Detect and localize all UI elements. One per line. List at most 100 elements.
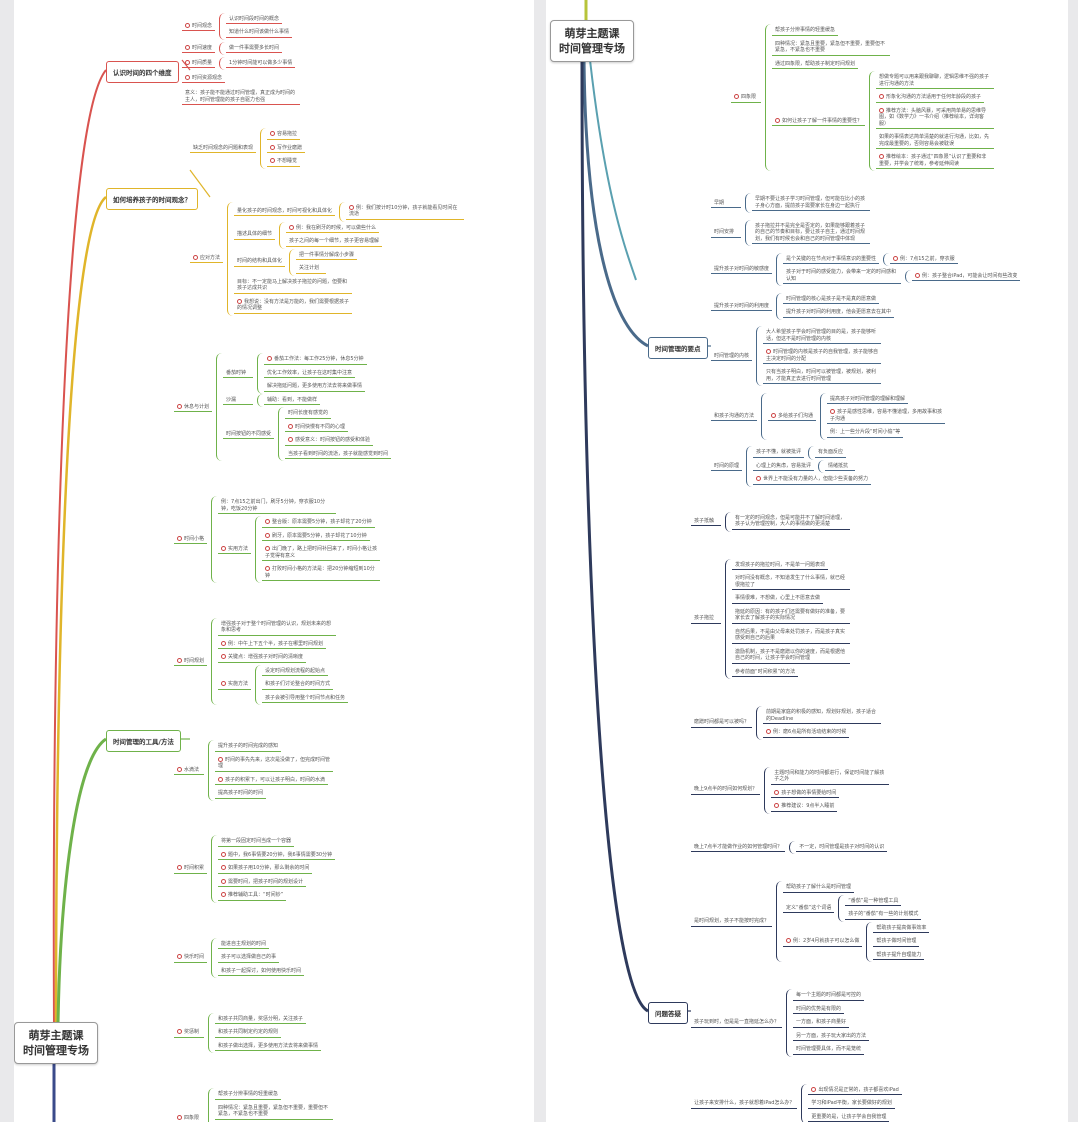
- mindmap-node[interactable]: “番茄”是一种管理工具: [845, 895, 921, 909]
- mindmap-node[interactable]: 番茄时钟番茄工作法：每工作25分钟，休息5分钟优化工作效率，让孩子在这时集中注意…: [223, 353, 391, 394]
- mindmap-node[interactable]: 意义：孩子能不能通过时间管理，真正成为时间的主人，时间管理能的孩子自驱力也强: [182, 87, 300, 107]
- mindmap-node[interactable]: 例：磨6点是所有活动结束的时候: [763, 726, 881, 740]
- mindmap-node[interactable]: 孩子的积累下，可以让孩子明白，时间的水滴: [215, 774, 333, 788]
- mindmap-node[interactable]: 主题时间和能力的时间都进行，保证时间能了解孩子之外: [771, 767, 890, 787]
- mindmap-node[interactable]: 孩子拖拉并不是完全是否定的，如果能够跟着孩子的自己的节奏和目标，要让孩子自主，通…: [752, 220, 870, 247]
- mindmap-node[interactable]: 增强孩子对于整个时间管理的认识，规划未来的想象和思考: [218, 618, 348, 638]
- mindmap-node[interactable]: 刷牙，原本需要5分钟，孩子却花了10分钟: [262, 530, 380, 544]
- mindmap-node[interactable]: 例：中午上下五个半，孩子在哪里时间规划: [218, 638, 348, 652]
- mindmap-node[interactable]: 时间管理要具体，而不是笼统: [793, 1043, 869, 1057]
- mindmap-node[interactable]: 孩子的“番茄”有一些的计划模式: [845, 908, 922, 922]
- mindmap-node[interactable]: 孩子不懂，就被批评有负面反应: [753, 446, 871, 460]
- mindmap-node[interactable]: 时间管理的核心是孩子是不是真的愿意做: [783, 293, 894, 307]
- mindmap-node[interactable]: 推荐绘本：孩子通过“四象限”认识了重要和非重要，并学会了统筹，参考延伸阅读: [876, 151, 995, 171]
- mindmap-node[interactable]: 沙漏辅助：看到，不能做样: [223, 393, 391, 408]
- root-topic[interactable]: 萌芽主题课 时间管理专场: [14, 1022, 98, 1064]
- mindmap-node[interactable]: 和孩子沟通的方法多给孩子们沟通提高孩子对时间管理的理解和理解孩子是感性思维，容易…: [711, 392, 1020, 440]
- mindmap-node[interactable]: 有一定的时间观念，但是可能并不了解时间道理，孩子认为管理控制，大人的事情做的更清…: [732, 512, 850, 532]
- mindmap-node[interactable]: 实施方法设定时间规划流程的起始点和孩子们讨论整合的时间方式孩子会被引导用整个时间…: [218, 664, 349, 706]
- mindmap-node[interactable]: 让孩子来安排什么，孩子就想着iPad怎么办？出现情况是正常的，孩子都喜欢iPad…: [691, 1083, 929, 1122]
- mindmap-node[interactable]: 时间的优势是有限的: [793, 1003, 869, 1017]
- mindmap-node[interactable]: 四象限帮孩子分辨事情的轻重缓急四种情况：紧急且重要，紧急但不重要，重要但不紧急，…: [174, 1088, 391, 1122]
- mindmap-node[interactable]: 晚上9点半的时间如何规划？主题时间和能力的时间都进行，保证时间能了解孩子之外孩子…: [691, 766, 929, 814]
- mindmap-node[interactable]: 另一方面，孩子玩大家出的方法: [793, 1030, 870, 1044]
- mindmap-node[interactable]: 发现孩子的拖拉时间，不是单一问题表现: [732, 559, 850, 573]
- mindmap-node[interactable]: 推荐辅助工具：“时间钞”: [218, 889, 335, 903]
- mindmap-node[interactable]: 孩子拖拉发现孩子的拖拉时间，不是单一问题表现对时间没有概念，不知道发生了什么事情…: [691, 558, 929, 680]
- mindmap-node[interactable]: 解决拖延问题，更多使用方法去将来做事情: [264, 380, 367, 394]
- mindmap-node[interactable]: 帮孩子分辨事情的轻重缓急: [215, 1088, 333, 1102]
- mindmap-node[interactable]: 题中，我6事情要20分钟，我6事情需要30分钟: [218, 849, 336, 863]
- mindmap-node[interactable]: 是个关键的在节点对于事情意识的重要性例：7点15之前，穿衣服: [783, 252, 1020, 267]
- mindmap-node[interactable]: 容易拖拉: [267, 128, 305, 142]
- branch-box-tools-methods[interactable]: 时间管理的工具/方法: [106, 730, 181, 752]
- mindmap-node[interactable]: 学习和iPad平衡，家长要做好的规划: [808, 1097, 901, 1111]
- mindmap-node[interactable]: 我想说：没有方法是万能的，我们需要根据孩子的情况调整: [234, 296, 464, 316]
- mindmap-node[interactable]: 时间的原理孩子不懂，就被批评有负面反应心理上的焦虑，容易批评情绪抵抗世界上不能没…: [711, 446, 1020, 487]
- mindmap-node[interactable]: 对时间没有概念，不知道发生了什么事情，就已经很拖拉了: [732, 572, 850, 592]
- mindmap-node[interactable]: 关注计划: [296, 262, 357, 276]
- mindmap-node[interactable]: 例：7点15之前，穿衣服: [890, 253, 958, 267]
- mindmap-node[interactable]: 孩子会被引导用整个时间节点和任务: [262, 692, 349, 706]
- mindmap-node[interactable]: 四象限帮孩子分辨事情的轻重缓急四种情况：紧急且重要，紧急但不重要，重要但不紧急，…: [731, 24, 995, 172]
- mindmap-node[interactable]: 帮孩子做时间管理: [873, 935, 929, 949]
- mindmap-node[interactable]: 推荐建议：9点半入睡前: [771, 800, 889, 814]
- mindmap-node[interactable]: 例：7点15之前出门，刷牙5分钟，穿衣服10分钟，吃饭20分钟: [218, 496, 380, 516]
- mindmap-node[interactable]: 早期不要让孩子学习时间管理，但可能在比小的孩子身心方面，提前孩子需要家长在身边一…: [752, 193, 870, 213]
- mindmap-node[interactable]: 孩子抵触有一定的时间观念，但是可能并不了解时间道理，孩子认为管理控制，大人的事情…: [691, 511, 929, 532]
- mindmap-node[interactable]: 和孩子共同商量，奖惩分明，关注孩子: [215, 1013, 321, 1027]
- mindmap-node[interactable]: 番茄工作法：每工作25分钟，休息5分钟: [264, 353, 367, 367]
- mindmap-node[interactable]: 不想睡觉: [267, 155, 305, 169]
- mindmap-node[interactable]: 当孩子看到时间的流逝，孩子就能感觉到时间: [285, 448, 392, 462]
- mindmap-node[interactable]: 出现情况是正常的，孩子都喜欢iPad: [808, 1084, 902, 1098]
- mindmap-node[interactable]: 孩子之间的每一个细节，孩子更容易理解: [286, 235, 383, 249]
- mindmap-node[interactable]: 如果孩子用10分钟，那么剩余的时间: [218, 862, 335, 876]
- mindmap-node[interactable]: 描述具体的细节例：我在刷牙的时候，可以做些什么孩子之间的每一个细节，孩子更容易理…: [234, 221, 464, 249]
- mindmap-node[interactable]: 推荐方法：头脑风暴，可采用简单易的思维导图，如《数学力》一书介绍（推荐绘本，详询…: [876, 105, 995, 132]
- mindmap-node[interactable]: 前期是家庭的积极的感知，规划好规划，孩子适合的Deadline: [763, 706, 882, 726]
- mindmap-node[interactable]: 孩子可以选择做自己的事: [218, 951, 304, 965]
- mindmap-node[interactable]: 时间管理的内核大人希望孩子学会时间管理的目的是，孩子能够听话，但这不是时间管理的…: [711, 326, 1020, 387]
- mindmap-node[interactable]: 孩子是感性思维，容易不懂道理，多用故事和孩子沟通: [827, 406, 946, 426]
- mindmap-node[interactable]: 时间快慢有不同的心理: [285, 421, 391, 435]
- mindmap-node[interactable]: 通过四象限，帮助孩子制定时间规划: [772, 58, 994, 72]
- mindmap-node[interactable]: 不一定，时间管理是孩子对时间的认识: [796, 841, 888, 855]
- mindmap-node[interactable]: 情绪抵抗: [825, 460, 856, 474]
- mindmap-node[interactable]: 参考前面“时间积累”的方法: [732, 666, 850, 680]
- mindmap-node[interactable]: 例：我在刷牙的时候，可以做些什么: [286, 222, 382, 236]
- mindmap-node[interactable]: 时间小格例：7点15之前出门，刷牙5分钟，穿衣服10分钟，吃饭20分钟实用方法整…: [174, 496, 391, 584]
- mindmap-node[interactable]: 晚上7点半才能做作业的如何管理时间？不一定，时间管理是孩子对时间的认识: [691, 840, 929, 855]
- mindmap-node[interactable]: 认识时间段时间的概念: [226, 13, 292, 27]
- mindmap-node[interactable]: 如果的事情表达简单清楚的就进行沟通，比如，先完成最重要的，否则容易会被耽误: [876, 131, 995, 151]
- mindmap-node[interactable]: 时间长度有感觉的: [285, 407, 391, 421]
- mindmap-node[interactable]: 时间规划增强孩子对于整个时间管理的认识，规划未来的想象和思考例：中午上下五个半，…: [174, 617, 391, 706]
- mindmap-node[interactable]: 水滴法提升孩子的时间完成的感知时间的事先先来，这次是没做了，但完成时间管理孩子的…: [174, 740, 391, 801]
- branch-box-four-dimensions[interactable]: 认识时间的四个维度: [106, 61, 179, 83]
- mindmap-node[interactable]: 孩子对于时间的感受能力，会带来一定的时间感和认知例：孩子整合iPad，可能会让时…: [783, 266, 1021, 286]
- mindmap-node[interactable]: 1分钟时间能可以做多少事情: [226, 57, 296, 71]
- mindmap-node[interactable]: 目标：不一定能马上解决孩子拖拉的问题，但要和孩子达成共识: [234, 276, 464, 296]
- mindmap-node[interactable]: 如何让孩子了解一件事情的重要性？想做专题可以用来跟我聊聊，逻辑思维不强的孩子进行…: [772, 71, 995, 172]
- mindmap-node[interactable]: 孩子玩到时，但是是一直拖延怎么办？每一个主题的时间都是可控的时间的优势是有限的一…: [691, 989, 929, 1057]
- mindmap-node[interactable]: 时间速度做一件事需要多长时间: [182, 41, 300, 56]
- mindmap-node[interactable]: 需要时间，把孩子时间的规划设计: [218, 876, 335, 890]
- mindmap-node[interactable]: 提高孩子时间的时间: [215, 787, 333, 801]
- mindmap-node[interactable]: 时间资源观念: [182, 72, 300, 86]
- mindmap-node[interactable]: 只有当孩子明白，时间可以被管理，被规划，被利用，才能真正去进行时间管理: [763, 366, 882, 386]
- mindmap-node[interactable]: 想做专题可以用来跟我聊聊，逻辑思维不强的孩子进行沟通的方法: [876, 71, 995, 91]
- mindmap-node[interactable]: 整合版：原本需要5分钟，孩子却花了20分钟: [262, 516, 380, 530]
- mindmap-node[interactable]: 知道什么时间该做什么事情: [226, 26, 293, 40]
- mindmap-node[interactable]: 写作业磨蹭: [267, 142, 306, 156]
- mindmap-node[interactable]: 关键点：增强孩子对时间的清晰度: [218, 651, 348, 665]
- mindmap-node[interactable]: 世界上不能没有力量的人，但能少些责备的努力: [753, 473, 872, 487]
- mindmap-node[interactable]: 帮孩子分辨事情的轻重缓急: [772, 24, 994, 38]
- mindmap-node[interactable]: 设定时间规划流程的起始点: [262, 665, 348, 679]
- mindmap-node[interactable]: 多给孩子们沟通提高孩子对时间管理的理解和理解孩子是感性思维，容易不懂道理，多用故…: [768, 392, 946, 440]
- mindmap-node[interactable]: 和孩子共同制定约定的规则: [215, 1026, 321, 1040]
- mindmap-node[interactable]: 帮孩子提升自理能力: [873, 949, 929, 963]
- mindmap-node[interactable]: 四种情况：紧急且重要，紧急但不重要，重要但不紧急，不紧急也不重要: [772, 38, 994, 58]
- mindmap-node[interactable]: 能进自主规划的时间: [218, 938, 304, 952]
- mindmap-node[interactable]: 事情很难，不想做，心里上不愿意去做: [732, 592, 850, 606]
- mindmap-node[interactable]: 是时间规划，孩子不能按时完成？帮助孩子了解什么是时间管理定义“番茄”这个词语“番…: [691, 881, 930, 963]
